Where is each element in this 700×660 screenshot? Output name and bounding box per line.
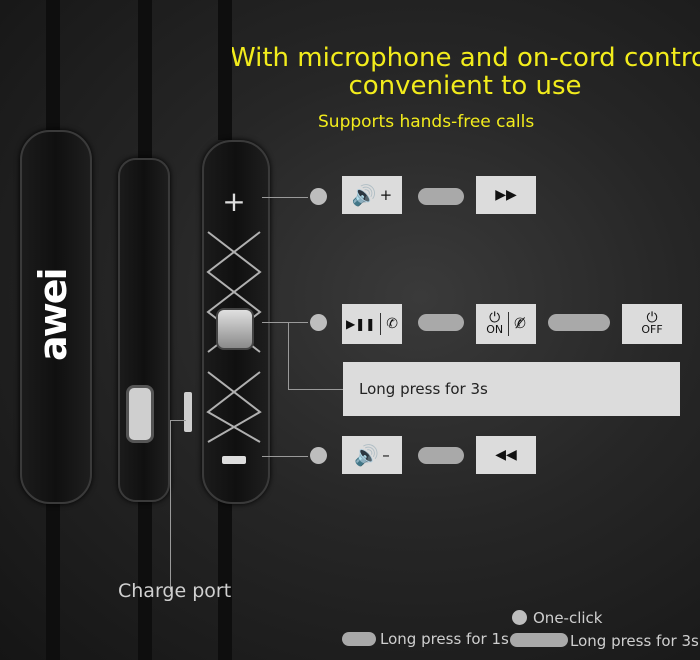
hang-up-icon: ✆̸ [514, 316, 526, 332]
minus-sign: – [382, 446, 390, 464]
row3-click-dot [310, 447, 327, 464]
charge-port-connector [184, 392, 192, 432]
volume-down-box: 🔊 – [342, 436, 402, 474]
plus-sign: + [379, 186, 393, 204]
legend-one-click: One-click [533, 609, 603, 627]
speaker-icon: 🔊 [351, 183, 377, 207]
play-call-box: ▶❚❚ ✆ [342, 304, 402, 344]
cord-bottom-3 [218, 500, 232, 660]
phone-icon: ✆ [386, 316, 399, 332]
fast-forward-icon: ▶▶ [495, 187, 517, 203]
charge-leader-v [170, 420, 171, 592]
row2-leader [262, 322, 308, 323]
headline: With microphone and on-cord control, con… [230, 44, 700, 100]
row1-leader [262, 197, 308, 198]
volume-up-key[interactable]: + [222, 185, 246, 218]
usb-port [126, 385, 154, 443]
volume-down-key[interactable] [222, 456, 246, 464]
play-pause-icon: ▶❚❚ [345, 317, 376, 331]
speaker-icon: 🔊 [354, 443, 380, 467]
legend-long-press-3s: Long press for 3s [570, 632, 699, 650]
next-track-box: ▶▶ [476, 176, 536, 214]
on-label: ON [486, 323, 504, 336]
row1-click-dot [310, 188, 327, 205]
headline-line-2: convenient to use [348, 71, 582, 101]
remote-back [202, 140, 270, 504]
remote-side [118, 158, 170, 502]
legend-dot [512, 610, 527, 625]
row2-note-leader [288, 389, 343, 390]
cord-top-2 [138, 0, 152, 160]
headline-line-1: With microphone and on-cord control, [230, 43, 700, 73]
legend-long-pill [510, 633, 568, 647]
cord-top-1 [46, 0, 60, 130]
charge-port-label: Charge port [118, 580, 232, 602]
rewind-icon: ◀◀ [495, 447, 517, 463]
power-icon: ⏻ [489, 310, 501, 326]
remote-front [20, 130, 92, 504]
charge-leader-h [170, 420, 186, 421]
row3-leader [262, 456, 308, 457]
cord-top-3 [218, 0, 232, 140]
legend-short-pill [342, 632, 376, 646]
cord-bottom-1 [46, 500, 60, 660]
previous-track-box: ◀◀ [476, 436, 536, 474]
divider [380, 313, 382, 335]
long-press-note: Long press for 3s [343, 362, 680, 416]
row3-press-1s [418, 447, 464, 464]
brand-logo: awei [31, 269, 75, 361]
cord-bottom-2 [138, 490, 152, 660]
row2-press-1s [418, 314, 464, 331]
legend-long-press-1s: Long press for 1s [380, 630, 509, 648]
divider [508, 312, 510, 336]
row1-press-1s [418, 188, 464, 205]
row2-press-3s [548, 314, 610, 331]
subheadline: Supports hands-free calls [318, 112, 535, 132]
power-icon: ⏻ [646, 310, 658, 326]
row2-click-dot [310, 314, 327, 331]
volume-up-box: 🔊 + [342, 176, 402, 214]
off-label: OFF [641, 323, 663, 336]
play-pause-key[interactable] [216, 308, 254, 350]
power-on-box: ⏻ ON ✆̸ [476, 304, 536, 344]
power-off-box: ⏻ OFF [622, 304, 682, 344]
row2-down-leader [288, 322, 289, 390]
